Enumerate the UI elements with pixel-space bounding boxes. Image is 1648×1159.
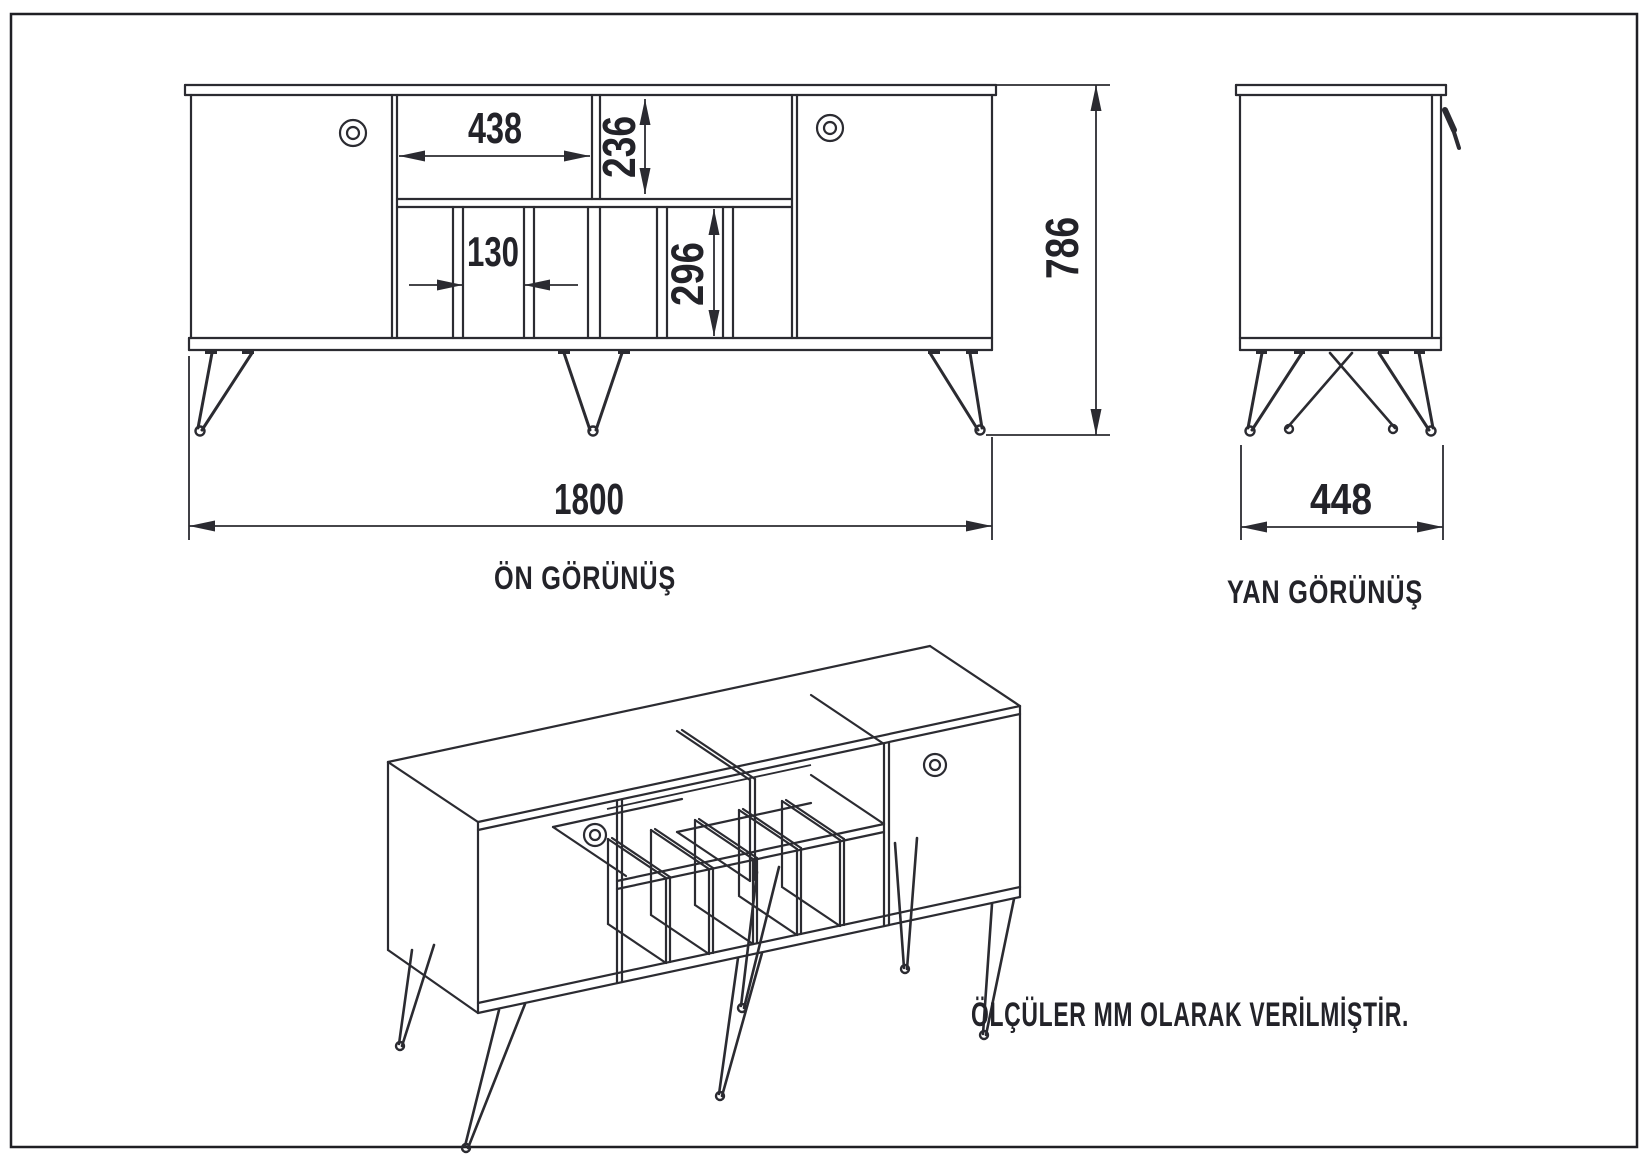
iso-left-door-knob-icon bbox=[582, 822, 608, 848]
dim-text-236: 236 bbox=[593, 116, 645, 178]
dim-upper-compartment-height: 236 bbox=[593, 99, 651, 194]
units-note: ÖLÇÜLER MM OLARAK VERİLMİŞTİR. bbox=[971, 996, 1409, 1034]
iso-lower-dividers bbox=[606, 798, 846, 965]
dim-text-296: 296 bbox=[662, 242, 713, 306]
iso-right-door-knob-icon bbox=[922, 752, 948, 778]
dim-text-130: 130 bbox=[467, 228, 519, 275]
front-view-legs bbox=[194, 351, 986, 437]
dim-overall-depth: 448 bbox=[1240, 445, 1444, 540]
dim-overall-width: 1800 bbox=[188, 356, 993, 540]
dim-text-438: 438 bbox=[468, 104, 522, 153]
dim-open-shelf-width: 438 bbox=[399, 104, 590, 162]
left-door-knob-icon bbox=[338, 118, 368, 148]
dim-slot-width: 130 bbox=[409, 228, 578, 291]
dim-lower-compartment-height: 296 bbox=[662, 209, 720, 336]
dim-text-1800: 1800 bbox=[554, 475, 624, 524]
dim-overall-height: 786 bbox=[986, 84, 1110, 436]
side-door-handle-icon bbox=[1442, 107, 1461, 150]
right-door-knob-icon bbox=[815, 113, 845, 143]
iso-legs bbox=[394, 836, 1016, 1154]
side-view-drawing: 448 YAN GÖRÜNÜŞ bbox=[1227, 83, 1461, 610]
front-view-drawing: 438 236 130 296 bbox=[183, 83, 1110, 596]
side-view-label: YAN GÖRÜNÜŞ bbox=[1227, 574, 1423, 610]
dim-text-786: 786 bbox=[1036, 217, 1088, 279]
dim-text-448: 448 bbox=[1310, 475, 1372, 524]
front-view-label: ÖN GÖRÜNÜŞ bbox=[494, 560, 676, 596]
isometric-view-drawing bbox=[386, 644, 1022, 1154]
sheet-border bbox=[9, 12, 1639, 1149]
side-view-legs bbox=[1244, 351, 1437, 437]
